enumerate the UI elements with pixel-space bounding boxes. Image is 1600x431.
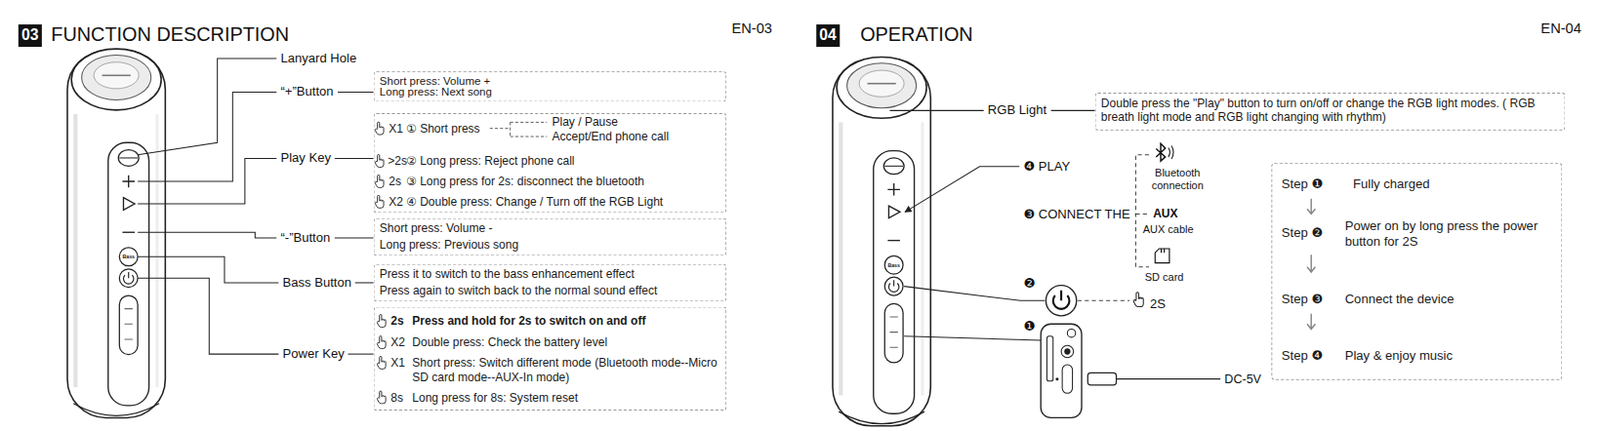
node-text: Step ❶ [1281, 177, 1323, 194]
node-text: X2 [388, 196, 404, 210]
leader-line [1051, 110, 1096, 112]
node-text: Long press: Previous song [379, 239, 519, 253]
usb-plug [1087, 372, 1116, 386]
node-text: Step ❷ [1281, 226, 1323, 243]
node-text: Short press: Volume - [379, 222, 493, 237]
leader-line [904, 166, 1020, 212]
part-label: Play Key [280, 151, 331, 167]
node-text: X2 [390, 336, 406, 351]
node-text: 2s [388, 175, 402, 190]
node-text: Play & enjoy music [1345, 348, 1453, 365]
section-title: OPERATION [860, 23, 974, 47]
node-text: ③ Long press for 2s: disconnect the blue… [406, 175, 645, 190]
node-text: Press and hold for 2s to switch on and o… [411, 315, 646, 329]
button-note: Short press: Volume +Long press: Next so… [373, 71, 728, 102]
rgb-note: Double press the "Play" button to turn o… [1095, 92, 1566, 131]
leader-line [137, 58, 277, 156]
part-label: RGB Light [987, 103, 1047, 120]
step-arrow [1307, 199, 1315, 330]
speaker-figure [832, 57, 931, 427]
leader-line [889, 110, 984, 112]
bracket [1135, 155, 1150, 268]
leader-line [137, 232, 277, 239]
section-badge [816, 24, 840, 47]
section-title: FUNCTION DESCRIPTION [50, 23, 289, 47]
leader-line [355, 282, 374, 284]
leader-line [137, 278, 279, 355]
part-label: Power Key [283, 346, 345, 363]
step-label: ❸ CONNECT THE [1023, 206, 1130, 223]
cable [1116, 378, 1222, 380]
node-text: ① Short press [406, 122, 481, 136]
node-text: X1 [388, 122, 404, 136]
node-text: Press it to switch to the bass enhanceme… [379, 268, 635, 283]
node-text: Connect the device [1345, 292, 1455, 309]
part-label: “+”Button [280, 84, 333, 101]
node-text: Step ❹ [1281, 348, 1323, 365]
node-text: Play / Pause [551, 115, 618, 129]
part-label: Lanyard Hole [280, 50, 357, 67]
leader-line [137, 92, 277, 182]
node-text: Power on by long press the power button … [1345, 219, 1550, 250]
step-label: ❹ PLAY [1023, 159, 1070, 175]
node-text: Fully charged [1353, 177, 1430, 194]
node-text: Long press for 8s: System reset [411, 391, 578, 406]
node-text: Press again to switch back to the normal… [379, 285, 657, 299]
node-text: ④ Double press: Change / Turn off the RG… [406, 196, 663, 210]
part-label: Bass Button [283, 275, 352, 291]
node-text: Double press the "Play" button to turn o… [1101, 96, 1560, 125]
node-text: Long press: Next song [379, 85, 493, 100]
section-number: 04 [819, 25, 836, 44]
section-badge [18, 24, 42, 47]
button-note: Press it to switch to the bass enhanceme… [373, 264, 728, 303]
bluetooth-icon [1155, 143, 1165, 162]
node-text: >2s [387, 155, 408, 169]
option-label: AUX [1152, 206, 1178, 221]
node-text: Accept/End phone call [551, 130, 669, 145]
section-number: 03 [21, 25, 39, 44]
button-note: 2s Press and hold for 2s to switch on and… [373, 307, 728, 412]
node-text: Double press: Check the battery level [411, 336, 608, 351]
part-label: “-”Button [280, 230, 330, 247]
option-label: AUX cable [1143, 223, 1194, 237]
button-note: X1① Short press Play / PauseAccept/End ph… [373, 113, 728, 213]
power-button [1045, 286, 1076, 317]
bracket [490, 122, 548, 137]
callout-number: ❷ [1023, 275, 1035, 291]
button-text: Bass [885, 262, 903, 269]
node-text: ② Long press: Reject phone call [406, 155, 575, 169]
option-label: SD card [1145, 271, 1185, 285]
time-label: 2S [1149, 296, 1166, 313]
leader-line [137, 256, 279, 284]
option-label: Bluetooth connection [1141, 165, 1215, 192]
leader-line [137, 158, 277, 204]
page-number: EN-04 [1540, 20, 1581, 39]
speaker-figure [67, 48, 165, 418]
button-note: Short press: Volume - Long press: Previou… [373, 218, 728, 257]
node-text: 8s [390, 391, 404, 406]
port-panel [1040, 324, 1082, 418]
button-text: Bass [120, 253, 137, 260]
page-number: EN-03 [731, 20, 772, 39]
callout-number: ❶ [1023, 318, 1035, 334]
cable-label: DC-5V [1224, 371, 1262, 387]
leader-line [347, 354, 373, 356]
step-list: Step ❶ Fully chargedStep ❷ Power on by lon… [1271, 163, 1562, 381]
leader-line [337, 91, 374, 93]
node-text: Step ❸ [1281, 292, 1323, 309]
leader-line [334, 237, 374, 239]
node-text: X1 [390, 357, 406, 371]
node-text: Short press: Switch different mode (Blue… [411, 357, 719, 386]
sd-card-icon [1154, 248, 1170, 264]
leader-line [334, 158, 374, 160]
node-text: 2s [390, 315, 404, 329]
